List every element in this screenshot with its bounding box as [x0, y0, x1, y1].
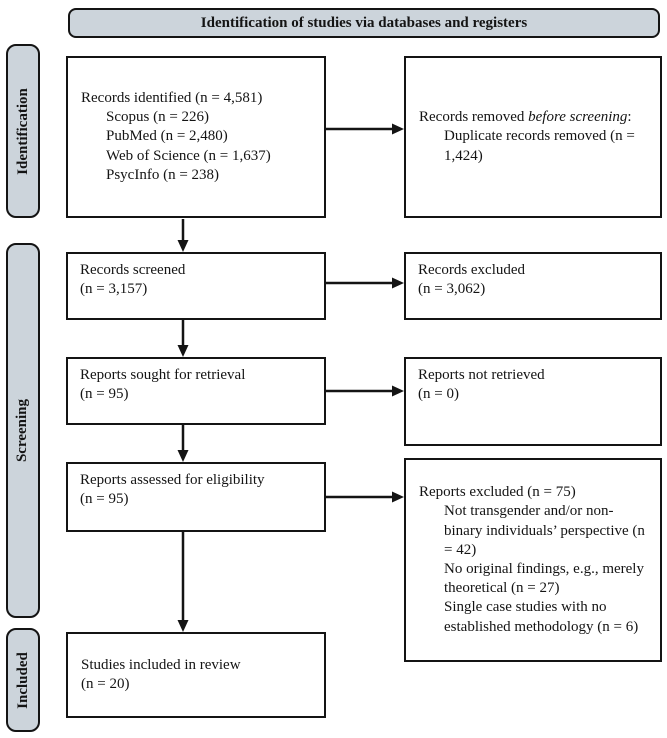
box-reports-not-retrieved: Reports not retrieved (n = 0) — [404, 357, 662, 446]
records-removed-title-emphasis: before screening — [528, 109, 628, 126]
arrow-identified-to-screened-head — [177, 240, 189, 252]
records-identified-source-scopus: Scopus (n = 226) — [106, 109, 210, 126]
box-records-identified: Records identified (n = 4,581) Scopus (n… — [66, 56, 326, 218]
records-removed-title-suffix: : — [627, 109, 632, 126]
studies-included-count: (n = 20) — [81, 676, 130, 692]
arrow-screened-to-sought-head — [177, 345, 189, 357]
box-reports-assessed: Reports assessed for eligibility (n = 95… — [66, 462, 326, 532]
stage-label-screening: Screening — [6, 243, 40, 618]
box-reports-sought: Reports sought for retrieval (n = 95) — [66, 357, 326, 425]
records-identified-source-psycinfo: PsycInfo (n = 238) — [106, 166, 220, 183]
stage-label-identification: Identification — [6, 44, 40, 218]
stage-label-screening-text: Screening — [14, 398, 31, 463]
reports-assessed-line1: Reports assessed for eligibility — [80, 472, 265, 488]
reports-assessed-count: (n = 95) — [80, 491, 129, 508]
reports-sought-line1: Reports sought for retrieval — [80, 367, 246, 383]
records-identified-source-pubmed: PubMed (n = 2,480) — [106, 128, 228, 145]
reports-not-retrieved-line1: Reports not retrieved — [418, 367, 545, 383]
stage-label-included-text: Included — [14, 651, 31, 709]
box-studies-included: Studies included in review (n = 20) — [66, 632, 326, 718]
reports-excluded-title: Reports excluded (n = 75) — [419, 484, 576, 501]
records-removed-reason-duplicates: Duplicate records removed (n = 1,424) — [444, 128, 635, 164]
reports-excluded-reason-2: No original findings, e.g., merely theor… — [444, 561, 644, 597]
box-records-screened: Records screened (n = 3,157) — [66, 252, 326, 320]
box-reports-excluded: Reports excluded (n = 75) Not transgende… — [404, 458, 662, 662]
records-identified-source-wos: Web of Science (n = 1,637) — [106, 147, 271, 164]
records-excluded-line1: Records excluded — [418, 262, 526, 278]
diagram-header: Identification of studies via databases … — [68, 8, 660, 38]
diagram-title: Identification of studies via databases … — [200, 14, 528, 31]
stage-label-included: Included — [6, 628, 40, 732]
records-removed-title: Records removed before screening: — [419, 108, 650, 127]
arrow-assessed-to-included-head — [177, 620, 189, 632]
arrow-assessed-to-reportsexcluded-head — [392, 491, 404, 503]
arrow-screened-to-excluded-head — [392, 277, 404, 289]
reports-sought-count: (n = 95) — [80, 386, 129, 403]
records-excluded-count: (n = 3,062) — [418, 281, 486, 298]
records-screened-line1: Records screened — [80, 262, 186, 278]
records-screened-count: (n = 3,157) — [80, 281, 148, 298]
arrow-sought-to-notretrieved-head — [392, 385, 404, 397]
studies-included-line1: Studies included in review — [81, 656, 241, 673]
reports-excluded-reason-3: Single case studies with no established … — [444, 599, 639, 635]
records-identified-title: Records identified (n = 4,581) — [81, 90, 263, 107]
arrow-sought-to-assessed-head — [177, 450, 189, 462]
reports-excluded-reason-1: Not transgender and/or non-binary indivi… — [444, 503, 645, 558]
reports-not-retrieved-count: (n = 0) — [418, 386, 459, 403]
records-removed-title-prefix: Records removed — [419, 109, 529, 126]
arrow-identified-to-removed-head — [392, 123, 404, 135]
stage-label-identification-text: Identification — [14, 87, 31, 175]
box-records-removed: Records removed before screening: Duplic… — [404, 56, 662, 218]
box-records-excluded: Records excluded (n = 3,062) — [404, 252, 662, 320]
